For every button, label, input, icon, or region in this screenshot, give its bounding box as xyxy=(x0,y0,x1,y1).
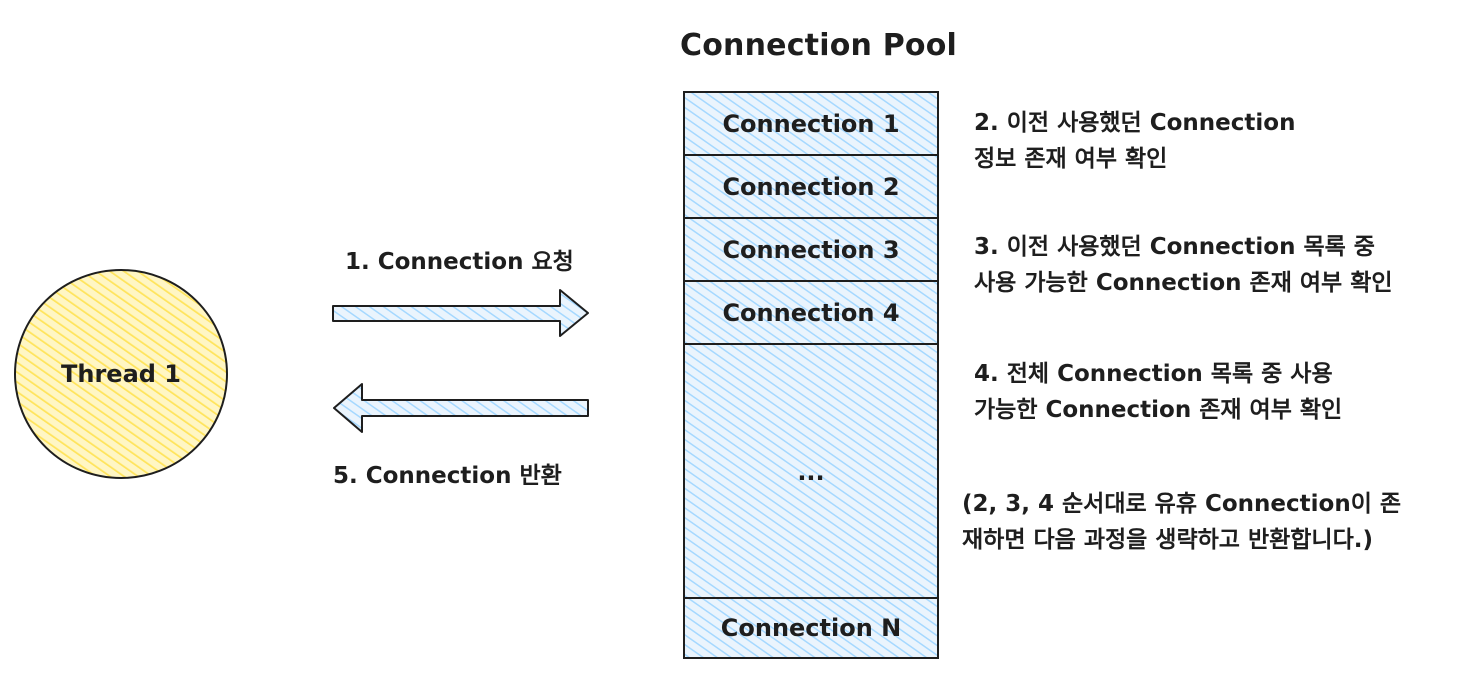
note-step-4: 4. 전체 Connection 목록 중 사용 가능한 Connection … xyxy=(974,356,1342,428)
connection-label-2: Connection 2 xyxy=(722,173,900,201)
pool-cell-2 xyxy=(683,154,939,219)
connection-label-4: Connection 4 xyxy=(722,299,900,327)
note-summary-line-2: 재하면 다음 과정을 생략하고 반환합니다.) xyxy=(962,527,1373,553)
thread-circle xyxy=(14,269,228,479)
note-step-2: 2. 이전 사용했던 Connection 정보 존재 여부 확인 xyxy=(974,105,1295,177)
return-arrow-label: 5. Connection 반환 xyxy=(333,463,562,489)
return-arrow xyxy=(333,383,589,433)
pool-cell-1 xyxy=(683,91,939,156)
connection-pool xyxy=(683,91,939,659)
connection-ellipsis: ... xyxy=(797,458,825,486)
note-step-2-line-2: 정보 존재 여부 확인 xyxy=(974,146,1168,172)
pool-cell-3 xyxy=(683,217,939,282)
note-step-2-line-1: 2. 이전 사용했던 Connection xyxy=(974,110,1296,136)
note-summary: (2, 3, 4 순서대로 유휴 Connection이 존 재하면 다음 과정… xyxy=(962,486,1401,558)
connection-label-3: Connection 3 xyxy=(722,236,900,264)
note-step-4-line-2: 가능한 Connection 존재 여부 확인 xyxy=(974,397,1343,423)
note-step-3-line-1: 3. 이전 사용했던 Connection 목록 중 xyxy=(974,234,1375,260)
note-step-3: 3. 이전 사용했던 Connection 목록 중 사용 가능한 Connec… xyxy=(974,229,1393,301)
pool-title: Connection Pool xyxy=(680,28,957,63)
connection-label-1: Connection 1 xyxy=(722,110,900,138)
note-step-4-line-1: 4. 전체 Connection 목록 중 사용 xyxy=(974,361,1333,387)
connection-label-n: Connection N xyxy=(720,614,902,642)
thread-label: Thread 1 xyxy=(61,360,181,388)
pool-cell-n xyxy=(683,597,939,659)
request-arrow xyxy=(332,289,589,337)
note-summary-line-1: (2, 3, 4 순서대로 유휴 Connection이 존 xyxy=(962,491,1402,517)
request-arrow-label: 1. Connection 요청 xyxy=(345,249,574,275)
pool-cell-ellipsis xyxy=(683,343,939,599)
note-step-3-line-2: 사용 가능한 Connection 존재 여부 확인 xyxy=(974,270,1393,296)
pool-cell-4 xyxy=(683,280,939,345)
